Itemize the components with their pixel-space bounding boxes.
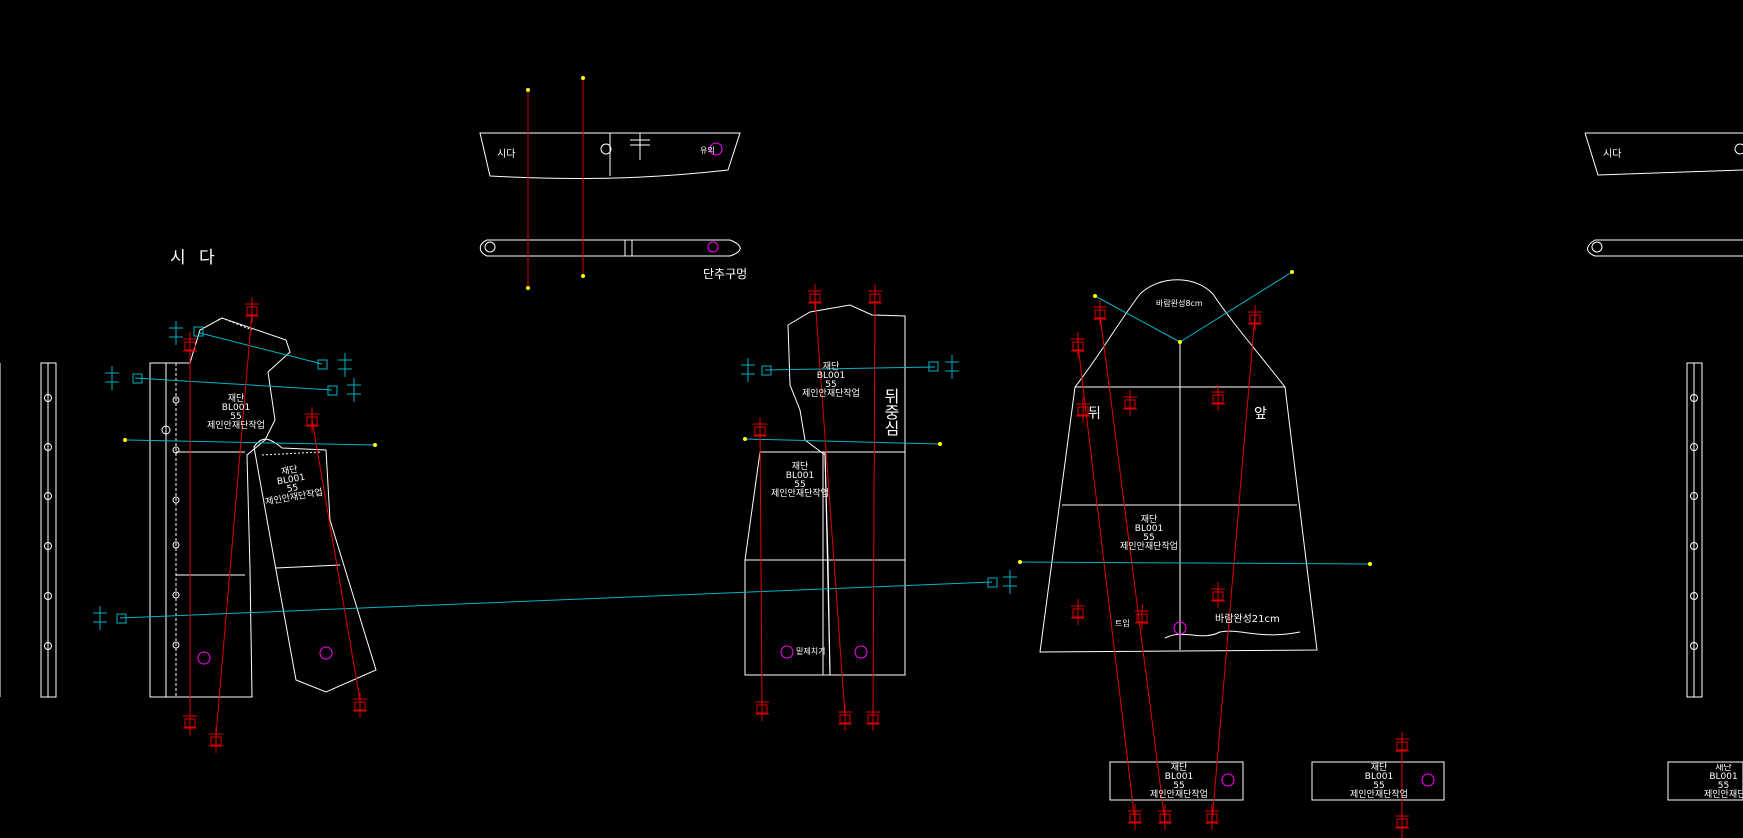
buttonhole-label: 단추구멍	[703, 267, 748, 281]
front-back-panel-piece[interactable]	[1039, 279, 1318, 653]
hem-finish-label: 바람완성21cm	[1215, 614, 1280, 625]
right-edge-collar-band[interactable]	[1584, 132, 1743, 176]
right-edge-waistband[interactable]	[1587, 239, 1743, 257]
label-card-3[interactable]	[1667, 761, 1743, 801]
guide-lines	[116, 271, 1371, 624]
anchor-points	[123, 76, 1372, 566]
back-short-label: 뒤	[1088, 406, 1101, 422]
label-card-2[interactable]	[1311, 761, 1445, 801]
band-code-label: 유의	[700, 146, 715, 155]
sida-title: 시 다	[170, 248, 219, 268]
sleeve-opening-label: 밑제치기	[796, 647, 826, 656]
band-sida-label: 시다	[497, 149, 516, 160]
front-short-label: 앞	[1254, 406, 1267, 422]
collar-band-piece[interactable]	[479, 132, 741, 179]
label-card-1[interactable]	[1109, 761, 1244, 801]
left-placket-strip[interactable]	[0, 362, 57, 698]
waistband-piece[interactable]	[479, 239, 741, 257]
back-center-label: 뒤중심	[881, 388, 900, 436]
guide-end-markers	[92, 320, 1018, 631]
circle-marker-icons	[197, 621, 1187, 665]
right-placket-strip[interactable]	[1686, 362, 1703, 698]
back-bodice-piece[interactable]	[744, 304, 906, 676]
grain-lines	[189, 78, 1403, 838]
sleeve-cap-label: 바람완성8cm	[1156, 299, 1203, 308]
band-sida-label-2: 시다	[1603, 149, 1622, 160]
sleeve-piece[interactable]	[253, 438, 377, 693]
hem-note-label: 트임	[1115, 619, 1130, 628]
front-bodice-piece[interactable]	[149, 317, 291, 698]
